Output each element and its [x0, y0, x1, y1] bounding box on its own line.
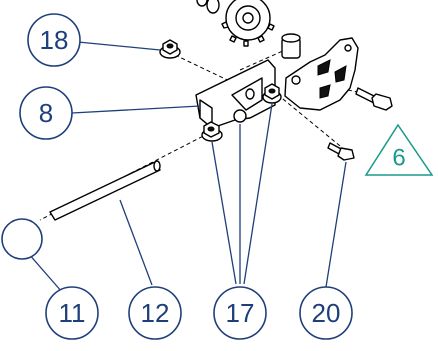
bolt-20 [327, 142, 355, 161]
mounting-bracket [195, 59, 276, 129]
callout-18-label: 18 [40, 25, 69, 55]
rod-12 [49, 160, 161, 221]
callout-12-label: 12 [141, 298, 170, 328]
callout-17-label: 17 [226, 298, 255, 328]
callout-18: 18 [27, 13, 81, 67]
callout-20-label: 20 [312, 298, 341, 328]
chain-guide-plate [284, 37, 359, 111]
hex-bolt [355, 87, 393, 111]
callout-11: 11 [45, 286, 99, 340]
callout-17: 17 [213, 286, 267, 340]
callout-20: 20 [299, 286, 353, 340]
sprocket-part [196, 0, 275, 47]
callout-11-label: 11 [59, 298, 86, 328]
callout-12: 12 [128, 286, 182, 340]
triangle-callout-6-label: 6 [392, 145, 405, 172]
triangle-callout-6: 6 [364, 123, 434, 176]
flange-nut-17-a [201, 121, 223, 142]
callout-8-label: 8 [39, 98, 53, 128]
flange-nut-17-b [262, 83, 282, 104]
spacer-bushing [281, 33, 301, 59]
callout-8: 8 [19, 86, 73, 140]
flange-nut-18 [159, 39, 181, 59]
leader-lines [27, 41, 347, 293]
callout-11-empty-circle [1, 218, 43, 260]
